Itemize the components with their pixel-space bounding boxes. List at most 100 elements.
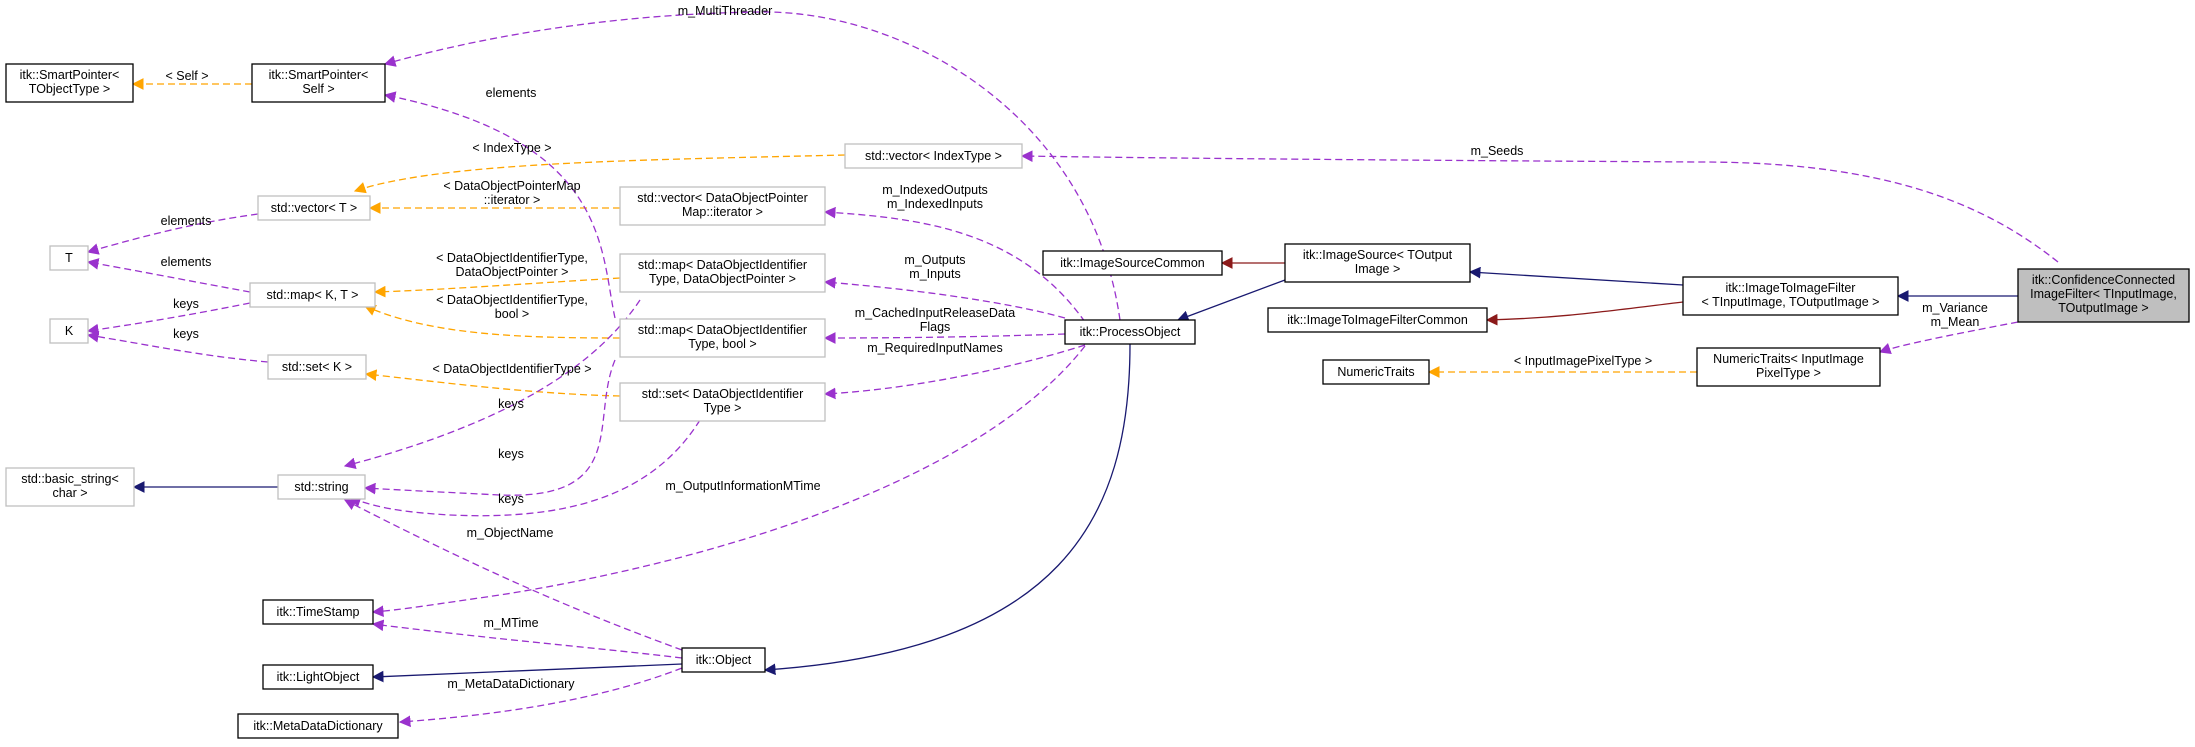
node-processobject[interactable]: itk::ProcessObject bbox=[1064, 319, 1196, 345]
nodes: itk::SmartPointer<TObjectType > itk::Sma… bbox=[5, 63, 2190, 739]
svg-text:itk::TimeStamp: itk::TimeStamp bbox=[277, 605, 360, 619]
svg-text:NumericTraits< InputImagePixel: NumericTraits< InputImagePixelType > bbox=[1713, 352, 1864, 380]
edge-usage-variance bbox=[1878, 321, 2019, 355]
edge-usage-mtime bbox=[371, 619, 683, 659]
edge-usage-objectname bbox=[343, 499, 683, 651]
node-metadatadictionary[interactable]: itk::MetaDataDictionary bbox=[237, 713, 399, 739]
node-numerictraits[interactable]: NumericTraits bbox=[1322, 359, 1430, 385]
edge-usage-keys-mkt bbox=[86, 302, 251, 336]
svg-text:itk::ImageSource< TOutputImage: itk::ImageSource< TOutputImage > bbox=[1303, 248, 1453, 276]
edge-label-keys-set: keys bbox=[173, 327, 199, 341]
node-timestamp[interactable]: itk::TimeStamp bbox=[262, 599, 374, 625]
edge-usage-metadata bbox=[398, 667, 683, 728]
edge-usage-multithreader bbox=[383, 11, 1121, 321]
node-map-k-t[interactable]: std::map< K, T > bbox=[249, 282, 376, 308]
svg-text:itk::LightObject: itk::LightObject bbox=[277, 670, 360, 684]
node-smartpointer-tobjecttype[interactable]: itk::SmartPointer<TObjectType > bbox=[5, 63, 134, 103]
node-smartpointer-self[interactable]: itk::SmartPointer<Self > bbox=[251, 63, 386, 103]
svg-text:itk::Object: itk::Object bbox=[696, 653, 752, 667]
edge-usage-required bbox=[823, 344, 1086, 400]
edges bbox=[86, 11, 2059, 728]
svg-text:itk::SmartPointer<Self >: itk::SmartPointer<Self > bbox=[269, 68, 369, 96]
edge-usage-keys-set bbox=[86, 330, 269, 363]
edge-label-outinfo: m_OutputInformationMTime bbox=[665, 479, 820, 493]
svg-text:std::map< K, T >: std::map< K, T > bbox=[267, 288, 359, 302]
edge-label-elements-mkt: elements bbox=[161, 255, 212, 269]
edge-label-keys-2: keys bbox=[498, 447, 524, 461]
edge-label-required: m_RequiredInputNames bbox=[867, 341, 1003, 355]
edge-label-multithreader: m_MultiThreader bbox=[678, 4, 772, 18]
svg-text:std::set< K >: std::set< K > bbox=[282, 360, 352, 374]
edge-template-doi-dop bbox=[373, 277, 621, 298]
svg-text:T: T bbox=[65, 251, 73, 265]
svg-text:std::vector< T >: std::vector< T > bbox=[271, 201, 357, 215]
svg-text:NumericTraits: NumericTraits bbox=[1337, 365, 1414, 379]
svg-text:itk::MetaDataDictionary: itk::MetaDataDictionary bbox=[253, 719, 383, 733]
svg-text:std::map< DataObjectIdentifier: std::map< DataObjectIdentifierType, Data… bbox=[638, 258, 807, 286]
edge-label-doi-dop: < DataObjectIdentifierType,DataObjectPoi… bbox=[436, 251, 588, 279]
edge-inherit-object bbox=[763, 343, 1131, 676]
node-lightobject[interactable]: itk::LightObject bbox=[262, 664, 374, 690]
svg-text:itk::ImageSourceCommon: itk::ImageSourceCommon bbox=[1060, 256, 1205, 270]
edge-template-doi-type bbox=[364, 369, 621, 397]
svg-text:K: K bbox=[65, 324, 74, 338]
node-imagesourcecommon[interactable]: itk::ImageSourceCommon bbox=[1042, 250, 1223, 276]
edge-label-pixeltype: < InputImagePixelType > bbox=[1514, 354, 1652, 368]
node-string[interactable]: std::string bbox=[277, 474, 366, 500]
edge-usage-seeds bbox=[1020, 150, 2059, 263]
svg-text:itk::ProcessObject: itk::ProcessObject bbox=[1080, 325, 1181, 339]
edge-inherit-imagesource bbox=[1468, 266, 1684, 286]
node-imagetoimagefiltercommon[interactable]: itk::ImageToImageFilterCommon bbox=[1267, 307, 1488, 333]
edge-label-seeds: m_Seeds bbox=[1471, 144, 1524, 158]
svg-text:std::string: std::string bbox=[294, 480, 348, 494]
svg-text:std::vector< IndexType >: std::vector< IndexType > bbox=[865, 149, 1002, 163]
svg-text:itk::SmartPointer<TObjectType: itk::SmartPointer<TObjectType > bbox=[20, 68, 120, 96]
edge-label-mtime: m_MTime bbox=[483, 616, 538, 630]
edge-template-indextype bbox=[353, 154, 846, 194]
edge-label-elements-vt: elements bbox=[161, 214, 212, 228]
node-set-k[interactable]: std::set< K > bbox=[267, 354, 367, 380]
node-vector-t[interactable]: std::vector< T > bbox=[257, 195, 371, 221]
edge-label-metadata: m_MetaDataDictionary bbox=[447, 677, 575, 691]
svg-text:std::basic_string<char >: std::basic_string<char > bbox=[21, 472, 119, 500]
edge-private-itifcommon bbox=[1485, 301, 1684, 326]
edge-usage-elements-mkt bbox=[86, 258, 251, 293]
edge-label-keys-3: keys bbox=[498, 492, 524, 506]
edge-label-keys-mkt: keys bbox=[173, 297, 199, 311]
node-t[interactable]: T bbox=[49, 245, 89, 271]
svg-text:std::map< DataObjectIdentifier: std::map< DataObjectIdentifierType, bool… bbox=[638, 323, 807, 351]
edge-usage-elements-sp bbox=[383, 91, 616, 319]
edge-label-doi-bool: < DataObjectIdentifierType,bool > bbox=[436, 293, 588, 321]
edge-template-doi-bool bbox=[363, 304, 621, 339]
svg-text:itk::ImageToImageFilter< TInpu: itk::ImageToImageFilter< TInputImage, TO… bbox=[1702, 281, 1880, 309]
svg-text:std::set< DataObjectIdentifier: std::set< DataObjectIdentifierType > bbox=[642, 387, 804, 415]
edge-label-doi-type: < DataObjectIdentifierType > bbox=[432, 362, 591, 376]
edge-inherit-processobject bbox=[1176, 279, 1286, 322]
edge-inherit-lightobject bbox=[371, 663, 683, 683]
edge-usage-keys-1 bbox=[343, 299, 641, 469]
node-vector-indextype[interactable]: std::vector< IndexType > bbox=[844, 143, 1023, 169]
edge-usage-cached bbox=[823, 332, 1066, 344]
node-k[interactable]: K bbox=[49, 318, 89, 344]
node-object[interactable]: itk::Object bbox=[681, 647, 766, 673]
edge-label-elements-sp: elements bbox=[486, 86, 537, 100]
edge-usage-indexed bbox=[823, 206, 1086, 323]
edge-label-keys-1: keys bbox=[498, 397, 524, 411]
node-basic-string[interactable]: std::basic_string<char > bbox=[5, 467, 135, 507]
edge-usage-keys-2 bbox=[363, 359, 616, 496]
node-imagetoimagefilter[interactable]: itk::ImageToImageFilter< TInputImage, TO… bbox=[1682, 276, 1899, 316]
edge-label-dopmap-iter: < DataObjectPointerMap::iterator > bbox=[443, 179, 580, 207]
edge-usage-outputs bbox=[823, 277, 1066, 319]
